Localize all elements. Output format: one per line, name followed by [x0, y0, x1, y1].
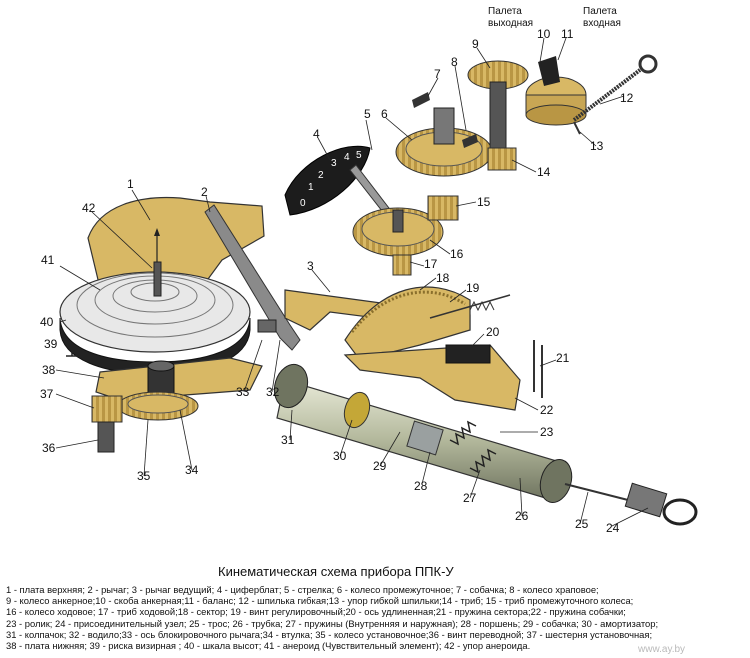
sector-arm [343, 344, 521, 411]
sector [344, 286, 471, 361]
dial-numeral-3: 3 [331, 158, 337, 169]
label-21: 21 [556, 351, 570, 365]
label-40: 40 [40, 315, 54, 329]
label-15: 15 [477, 195, 491, 209]
cable [564, 483, 629, 501]
legend-line: 1 - плата верхняя; 2 - рычаг; 3 - рычаг … [6, 584, 599, 595]
legend-line: 16 - колесо ходовое; 17 - триб ходовой;1… [6, 606, 626, 618]
extended-axis [445, 344, 491, 364]
dial-numeral-2: 2 [318, 170, 324, 181]
label-12: 12 [620, 91, 634, 105]
bushing [147, 360, 175, 397]
label-37: 37 [40, 387, 54, 401]
label-9: 9 [472, 37, 479, 51]
anchor-fork [538, 56, 560, 86]
label-24: 24 [606, 521, 620, 535]
sighting-mark [66, 343, 78, 357]
label-4: 4 [313, 127, 320, 141]
exit-pallet-label-line1: Палета [488, 6, 522, 17]
caption: Кинематическая схема прибора ППК-У 1 - п… [0, 560, 750, 658]
label-17: 17 [424, 257, 438, 271]
label-41: 41 [41, 253, 55, 267]
flexible-pin [572, 54, 658, 122]
dial [284, 145, 371, 216]
label-38: 38 [42, 363, 56, 377]
label-10: 10 [537, 27, 551, 41]
label-5: 5 [364, 107, 371, 121]
aneroid-stop [153, 228, 162, 297]
label-36: 36 [42, 441, 56, 455]
label-42: 42 [82, 201, 96, 215]
label-18: 18 [436, 271, 450, 285]
springs [449, 420, 497, 474]
label-39: 39 [44, 337, 58, 351]
label-14: 14 [537, 165, 551, 179]
label-2: 2 [201, 185, 208, 199]
label-11: 11 [561, 27, 574, 41]
piston [406, 420, 444, 456]
label-16: 16 [450, 247, 464, 261]
running-pinion [392, 254, 412, 276]
sector-spring [533, 340, 543, 398]
legend-line: 31 - колпачок; 32 - водило;33 - ось блок… [6, 628, 653, 640]
pinion [487, 147, 517, 171]
label-22: 22 [540, 403, 554, 417]
lower-plate [95, 357, 263, 401]
label-32: 32 [266, 385, 280, 399]
label-23: 23 [540, 425, 554, 439]
label-6: 6 [381, 107, 388, 121]
intermediate-pinion [427, 195, 459, 221]
label-20: 20 [486, 325, 500, 339]
altitude-scale [59, 317, 251, 375]
legend-line: 38 - плата нижняя; 39 - риска визирная ;… [6, 640, 531, 652]
adjusting-screw [429, 294, 511, 319]
entry-pallet-label-line2: входная [583, 18, 621, 29]
balance [525, 76, 587, 126]
lever [204, 204, 301, 351]
setting-wheel [117, 391, 199, 421]
label-35: 35 [137, 469, 151, 483]
legend-line: 9 - колесо анкерное;10 - скоба анкерная;… [6, 595, 634, 607]
leader-lines [55, 37, 649, 527]
label-27: 27 [463, 491, 477, 505]
escape-wheel [467, 60, 529, 153]
cap [273, 363, 309, 409]
label-33: 33 [236, 385, 250, 399]
entry-pallet-label-line1: Палета [583, 6, 617, 17]
dial-numeral-4: 4 [344, 152, 350, 163]
label-31: 31 [281, 433, 295, 447]
label-26: 26 [515, 509, 529, 523]
label-13: 13 [590, 139, 604, 153]
label-34: 34 [185, 463, 199, 477]
label-29: 29 [373, 459, 387, 473]
legend: 1 - плата верхняя; 2 - рычаг; 3 - рычаг … [6, 584, 746, 651]
ratchet-pawls [412, 92, 478, 148]
label-8: 8 [451, 55, 458, 69]
label-1: 1 [127, 177, 134, 191]
kinematic-diagram: 1 2 3 4 5 6 7 8 9 10 11 12 13 14 15 16 1… [40, 6, 698, 535]
connector [624, 482, 698, 526]
label-28: 28 [414, 479, 428, 493]
shock-absorber [343, 391, 371, 429]
label-25: 25 [575, 517, 589, 531]
label-30: 30 [333, 449, 347, 463]
exit-pallet-label-line2: выходная [488, 18, 533, 29]
flexible-pin-stop [573, 121, 581, 135]
label-3: 3 [307, 259, 314, 273]
watermark-text: www.ay.by [637, 644, 685, 655]
dial-numeral-1: 1 [308, 182, 314, 193]
dial-numeral-5: 5 [356, 150, 362, 161]
setting-gear [91, 395, 123, 453]
running-wheel [352, 207, 444, 257]
watermark: www.ay.by [637, 644, 685, 655]
legend-line: 23 - ролик; 24 - присоединительный узел;… [6, 617, 659, 629]
diagram-title: Кинематическая схема прибора ППК-У [218, 564, 454, 579]
label-7: 7 [434, 67, 441, 81]
label-19: 19 [466, 281, 480, 295]
dial-numeral-0: 0 [300, 198, 306, 209]
